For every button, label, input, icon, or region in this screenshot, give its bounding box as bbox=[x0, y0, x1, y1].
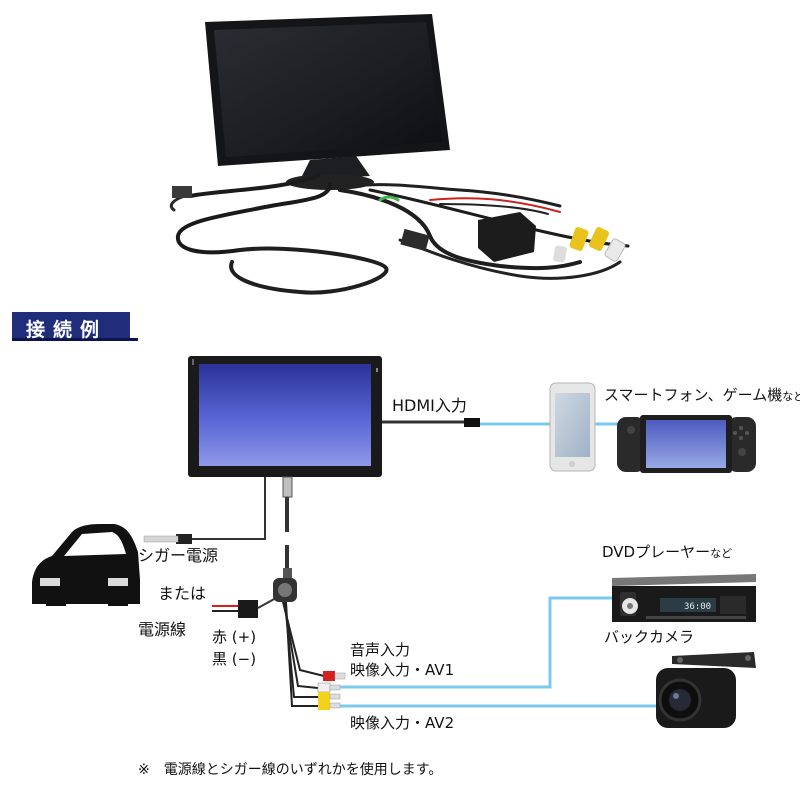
game-console-illustration bbox=[617, 415, 756, 473]
cigar-power-label: シガー電源 bbox=[138, 546, 219, 565]
power-cable-label: 電源線 bbox=[138, 620, 187, 639]
dvd-player-label: DVDプレーヤーなど bbox=[602, 545, 732, 560]
red-plus-label: 赤 (+) bbox=[212, 628, 257, 646]
black-minus-label: 黒 (−) bbox=[212, 650, 257, 668]
section-title-underline bbox=[12, 338, 138, 341]
monitor-illustration bbox=[188, 356, 382, 477]
audio-input-label: 音声入力 bbox=[350, 641, 411, 659]
dvd-player-text: DVDプレーヤー bbox=[602, 543, 711, 561]
dvd-display-text: 36:00 bbox=[684, 602, 711, 612]
smartphone-game-text: スマートフォン、ゲーム機 bbox=[604, 386, 783, 404]
rca-plug-white bbox=[317, 682, 341, 693]
smartphone-game-label: スマートフォン、ゲーム機など bbox=[604, 388, 800, 403]
dvd-player-illustration bbox=[612, 574, 756, 622]
section-title: 接続例 bbox=[26, 319, 108, 341]
control-box-photo bbox=[172, 186, 536, 262]
car-silhouette bbox=[32, 524, 140, 606]
rca-plug-yellow-1 bbox=[318, 692, 341, 701]
harness-cable bbox=[282, 476, 293, 578]
section-title-bar bbox=[12, 312, 130, 338]
rca-branches bbox=[282, 601, 325, 707]
harness-box bbox=[273, 578, 297, 602]
cigar-cable bbox=[143, 477, 266, 544]
back-camera-illustration bbox=[656, 652, 756, 728]
smartphone-illustration bbox=[549, 382, 596, 472]
rca-plugs-photo bbox=[553, 227, 626, 263]
section-title-tab: 接続例 bbox=[12, 312, 138, 341]
rca-plug-red bbox=[323, 671, 346, 681]
or-label: または bbox=[158, 584, 207, 603]
av-connection-lines bbox=[340, 596, 660, 708]
hdmi-input-label: HDMI入力 bbox=[392, 396, 467, 415]
hdmi-cable bbox=[382, 418, 618, 427]
power-cable bbox=[212, 597, 277, 618]
smartphone-game-suffix: など bbox=[782, 390, 800, 403]
footnote: ※ 電源線とシガー線のいずれかを使用します。 bbox=[138, 762, 443, 778]
dvd-player-suffix: など bbox=[710, 547, 733, 560]
video-input-av1-label: 映像入力・AV1 bbox=[350, 661, 455, 679]
product-photo bbox=[169, 14, 630, 295]
rca-plug-yellow-2 bbox=[318, 701, 341, 710]
back-camera-label: バックカメラ bbox=[604, 628, 695, 646]
video-input-av2-label: 映像入力・AV2 bbox=[350, 714, 455, 732]
